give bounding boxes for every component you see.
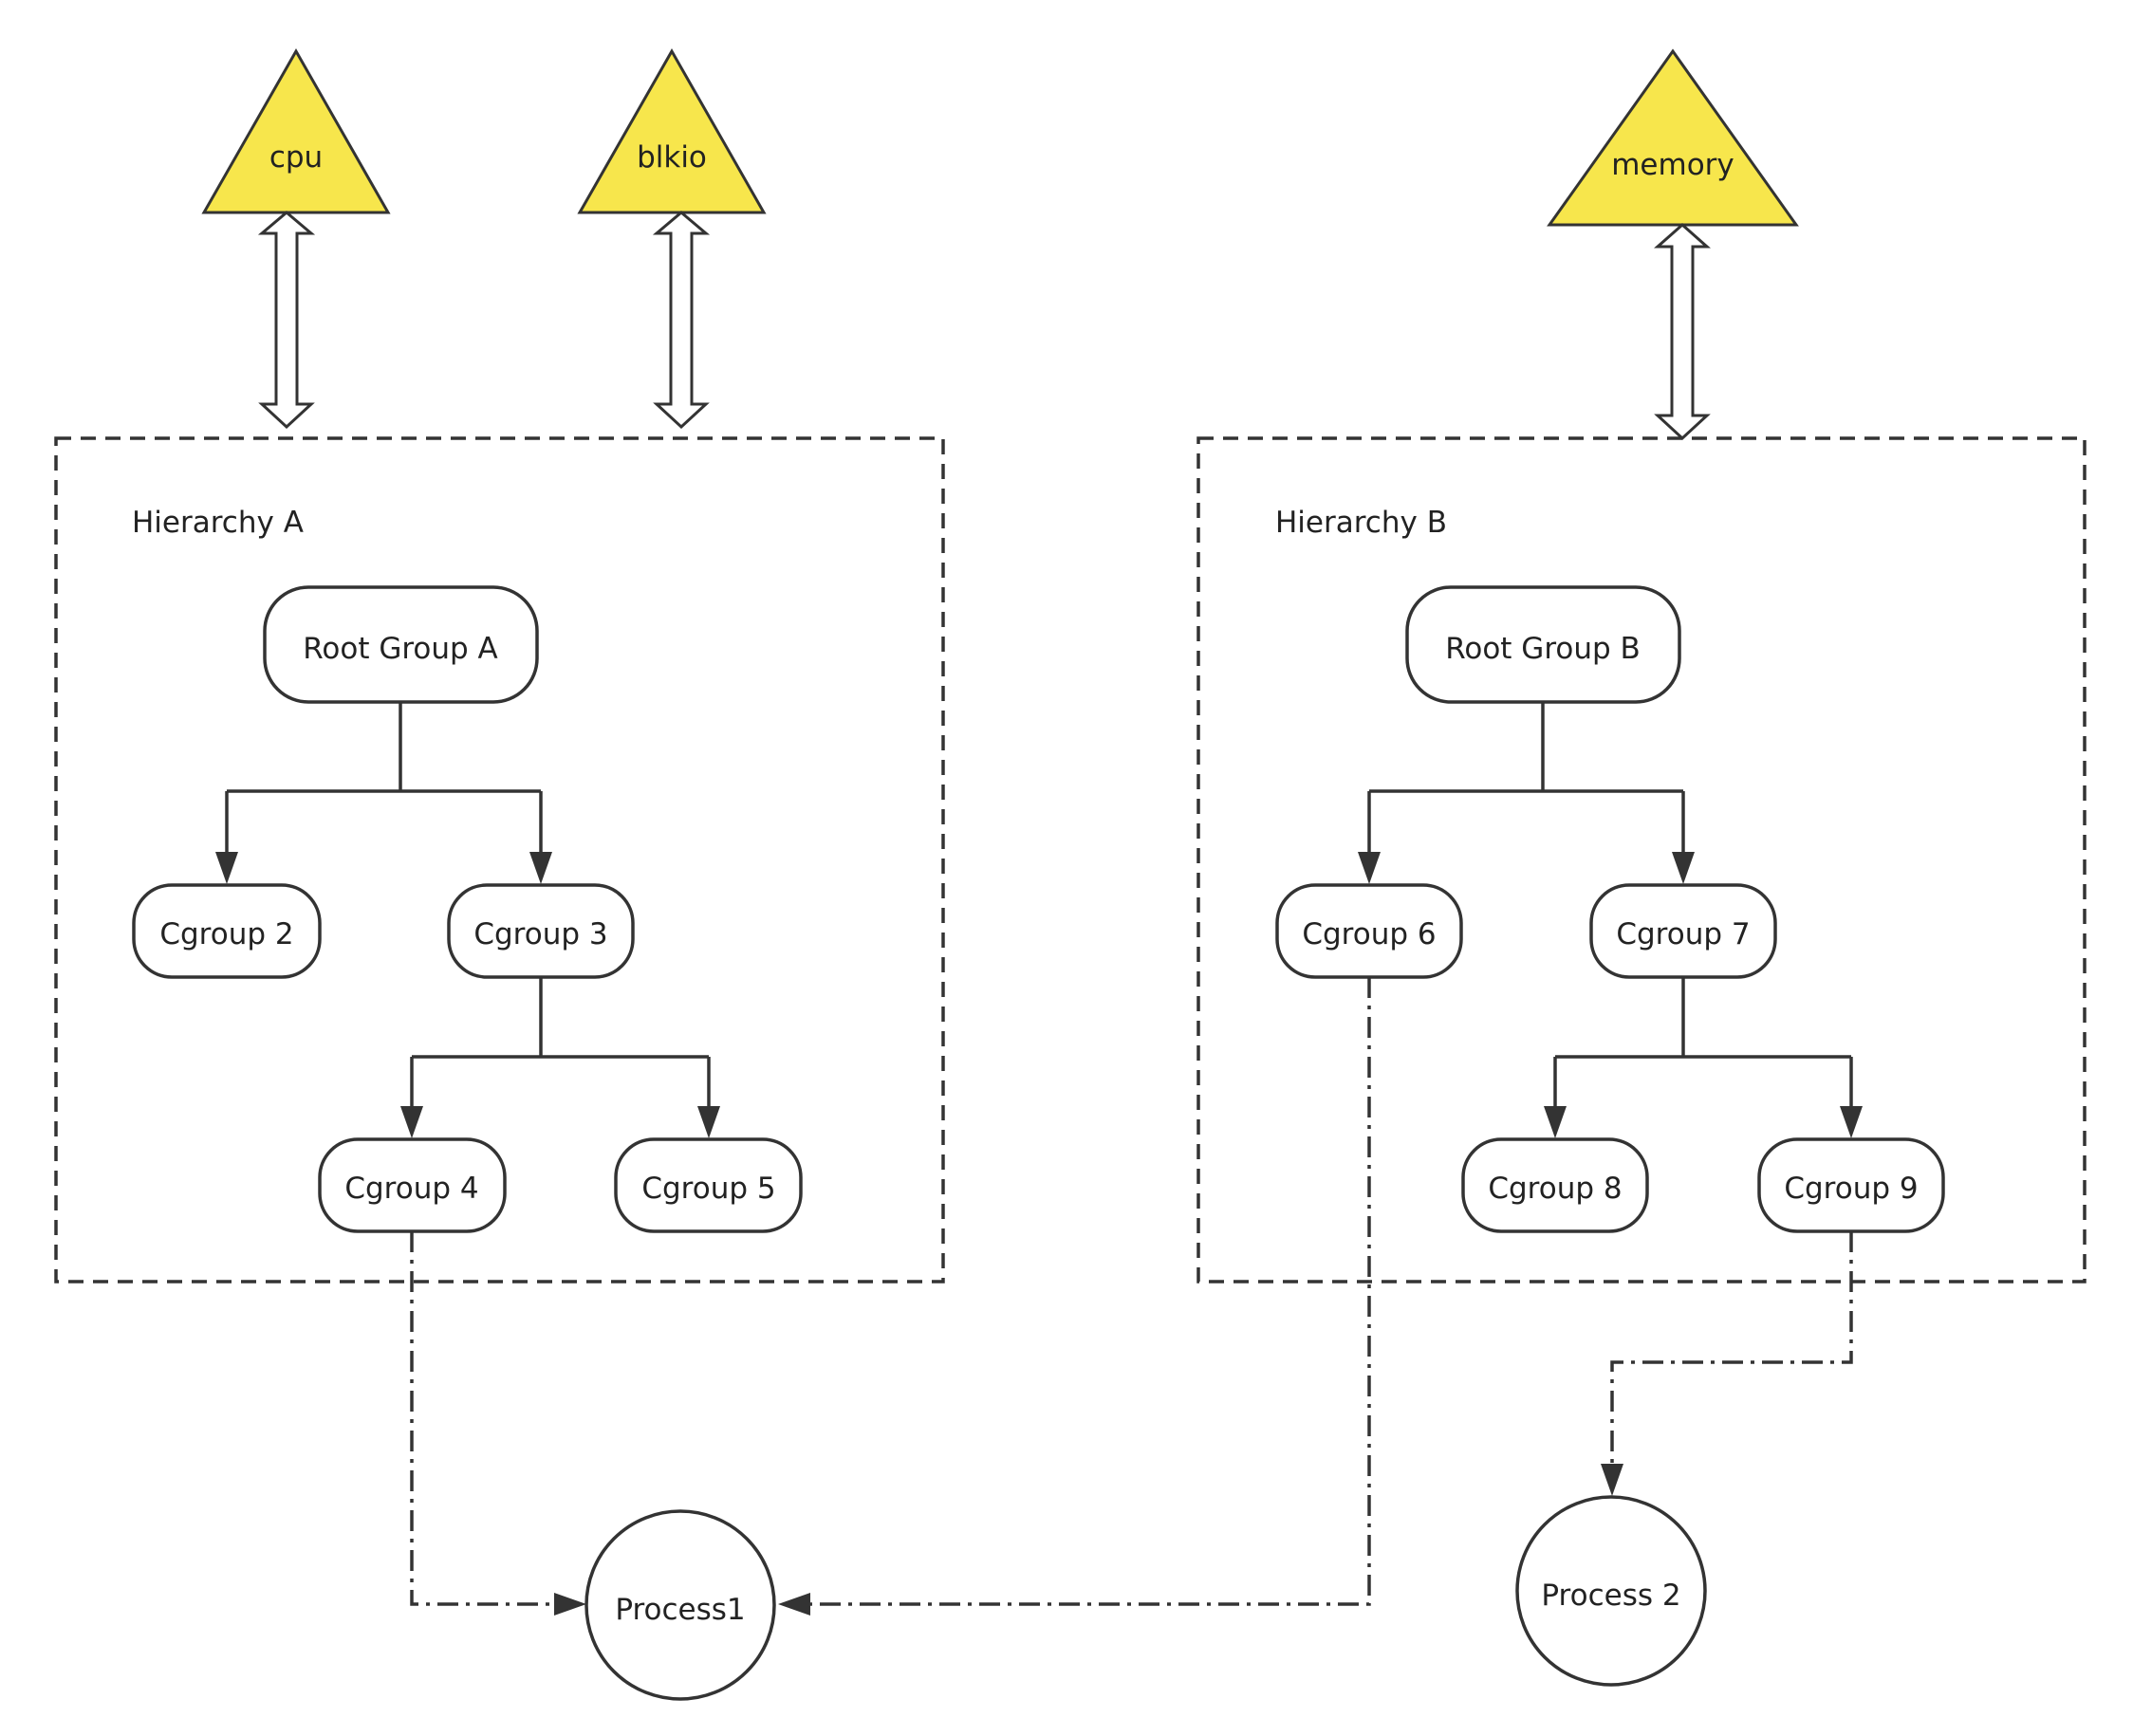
hierarchy-b-label: Hierarchy B bbox=[1275, 506, 1447, 540]
arrowhead-cgroup7 bbox=[1672, 852, 1695, 884]
edge-cgroup3-children bbox=[410, 977, 711, 1108]
arrowhead-cgroup9 bbox=[1840, 1106, 1863, 1138]
edge-cgroup7-children bbox=[1553, 977, 1853, 1108]
cpu-attach-arrow bbox=[257, 211, 316, 430]
cgroup8-node bbox=[1461, 1137, 1649, 1233]
memory-label: memory bbox=[1611, 148, 1734, 182]
blkio-triangle bbox=[577, 47, 767, 214]
root-group-b-label: Root Group B bbox=[1445, 632, 1641, 666]
link-cgroup4-process1 bbox=[410, 1231, 562, 1606]
memory-triangle bbox=[1547, 48, 1799, 227]
cgroup5-node bbox=[614, 1137, 803, 1233]
cgroup9-label: Cgroup 9 bbox=[1784, 1172, 1918, 1206]
cgroup9-node bbox=[1757, 1137, 1945, 1233]
arrowhead-cgroup2 bbox=[215, 852, 238, 884]
cgroup6-node bbox=[1275, 883, 1463, 979]
blkio-label: blkio bbox=[637, 140, 707, 175]
arrowhead-cgroup8 bbox=[1544, 1106, 1567, 1138]
cgroup3-node bbox=[447, 883, 635, 979]
cpu-triangle bbox=[201, 47, 391, 214]
arrowhead-cgroup4 bbox=[400, 1106, 423, 1138]
hierarchy-a-label: Hierarchy A bbox=[132, 506, 304, 540]
edge-root-a-children bbox=[225, 702, 543, 854]
cpu-label: cpu bbox=[269, 140, 323, 175]
cgroup6-label: Cgroup 6 bbox=[1302, 917, 1436, 951]
process1-label: Process1 bbox=[615, 1593, 745, 1627]
cgroup2-label: Cgroup 2 bbox=[159, 917, 293, 951]
cgroup2-node bbox=[132, 883, 322, 979]
edge-root-b-children bbox=[1367, 702, 1685, 854]
hierarchy-a-box bbox=[54, 436, 945, 1284]
arrowhead-process1-left bbox=[554, 1593, 586, 1616]
memory-attach-arrow bbox=[1654, 222, 1711, 441]
arrowhead-process2 bbox=[1601, 1464, 1623, 1496]
cgroup7-label: Cgroup 7 bbox=[1616, 917, 1750, 951]
arrowhead-cgroup5 bbox=[697, 1106, 720, 1138]
cgroup3-label: Cgroup 3 bbox=[473, 917, 607, 951]
link-cgroup9-process2 bbox=[1610, 1231, 1853, 1466]
root-group-a-node bbox=[263, 585, 539, 704]
arrowhead-cgroup3 bbox=[529, 852, 552, 884]
arrowhead-process1-right bbox=[778, 1593, 810, 1616]
process1-node bbox=[584, 1509, 776, 1701]
resource-cpu: cpu bbox=[201, 47, 391, 214]
cgroup8-label: Cgroup 8 bbox=[1488, 1172, 1622, 1206]
root-group-b-node bbox=[1405, 585, 1681, 704]
root-group-a-label: Root Group A bbox=[303, 632, 498, 666]
cgroup4-node bbox=[318, 1137, 507, 1233]
process2-node bbox=[1515, 1495, 1707, 1687]
blkio-attach-arrow bbox=[652, 211, 711, 430]
hierarchy-b-box bbox=[1196, 436, 2087, 1284]
cgroup7-node bbox=[1589, 883, 1777, 979]
cgroup4-label: Cgroup 4 bbox=[344, 1172, 478, 1206]
link-cgroup6-process1 bbox=[803, 977, 1371, 1606]
cgroup5-label: Cgroup 5 bbox=[641, 1172, 775, 1206]
process2-label: Process 2 bbox=[1541, 1579, 1680, 1613]
resource-memory: memory bbox=[1547, 48, 1799, 227]
resource-blkio: blkio bbox=[577, 47, 767, 214]
arrowhead-cgroup6 bbox=[1358, 852, 1381, 884]
